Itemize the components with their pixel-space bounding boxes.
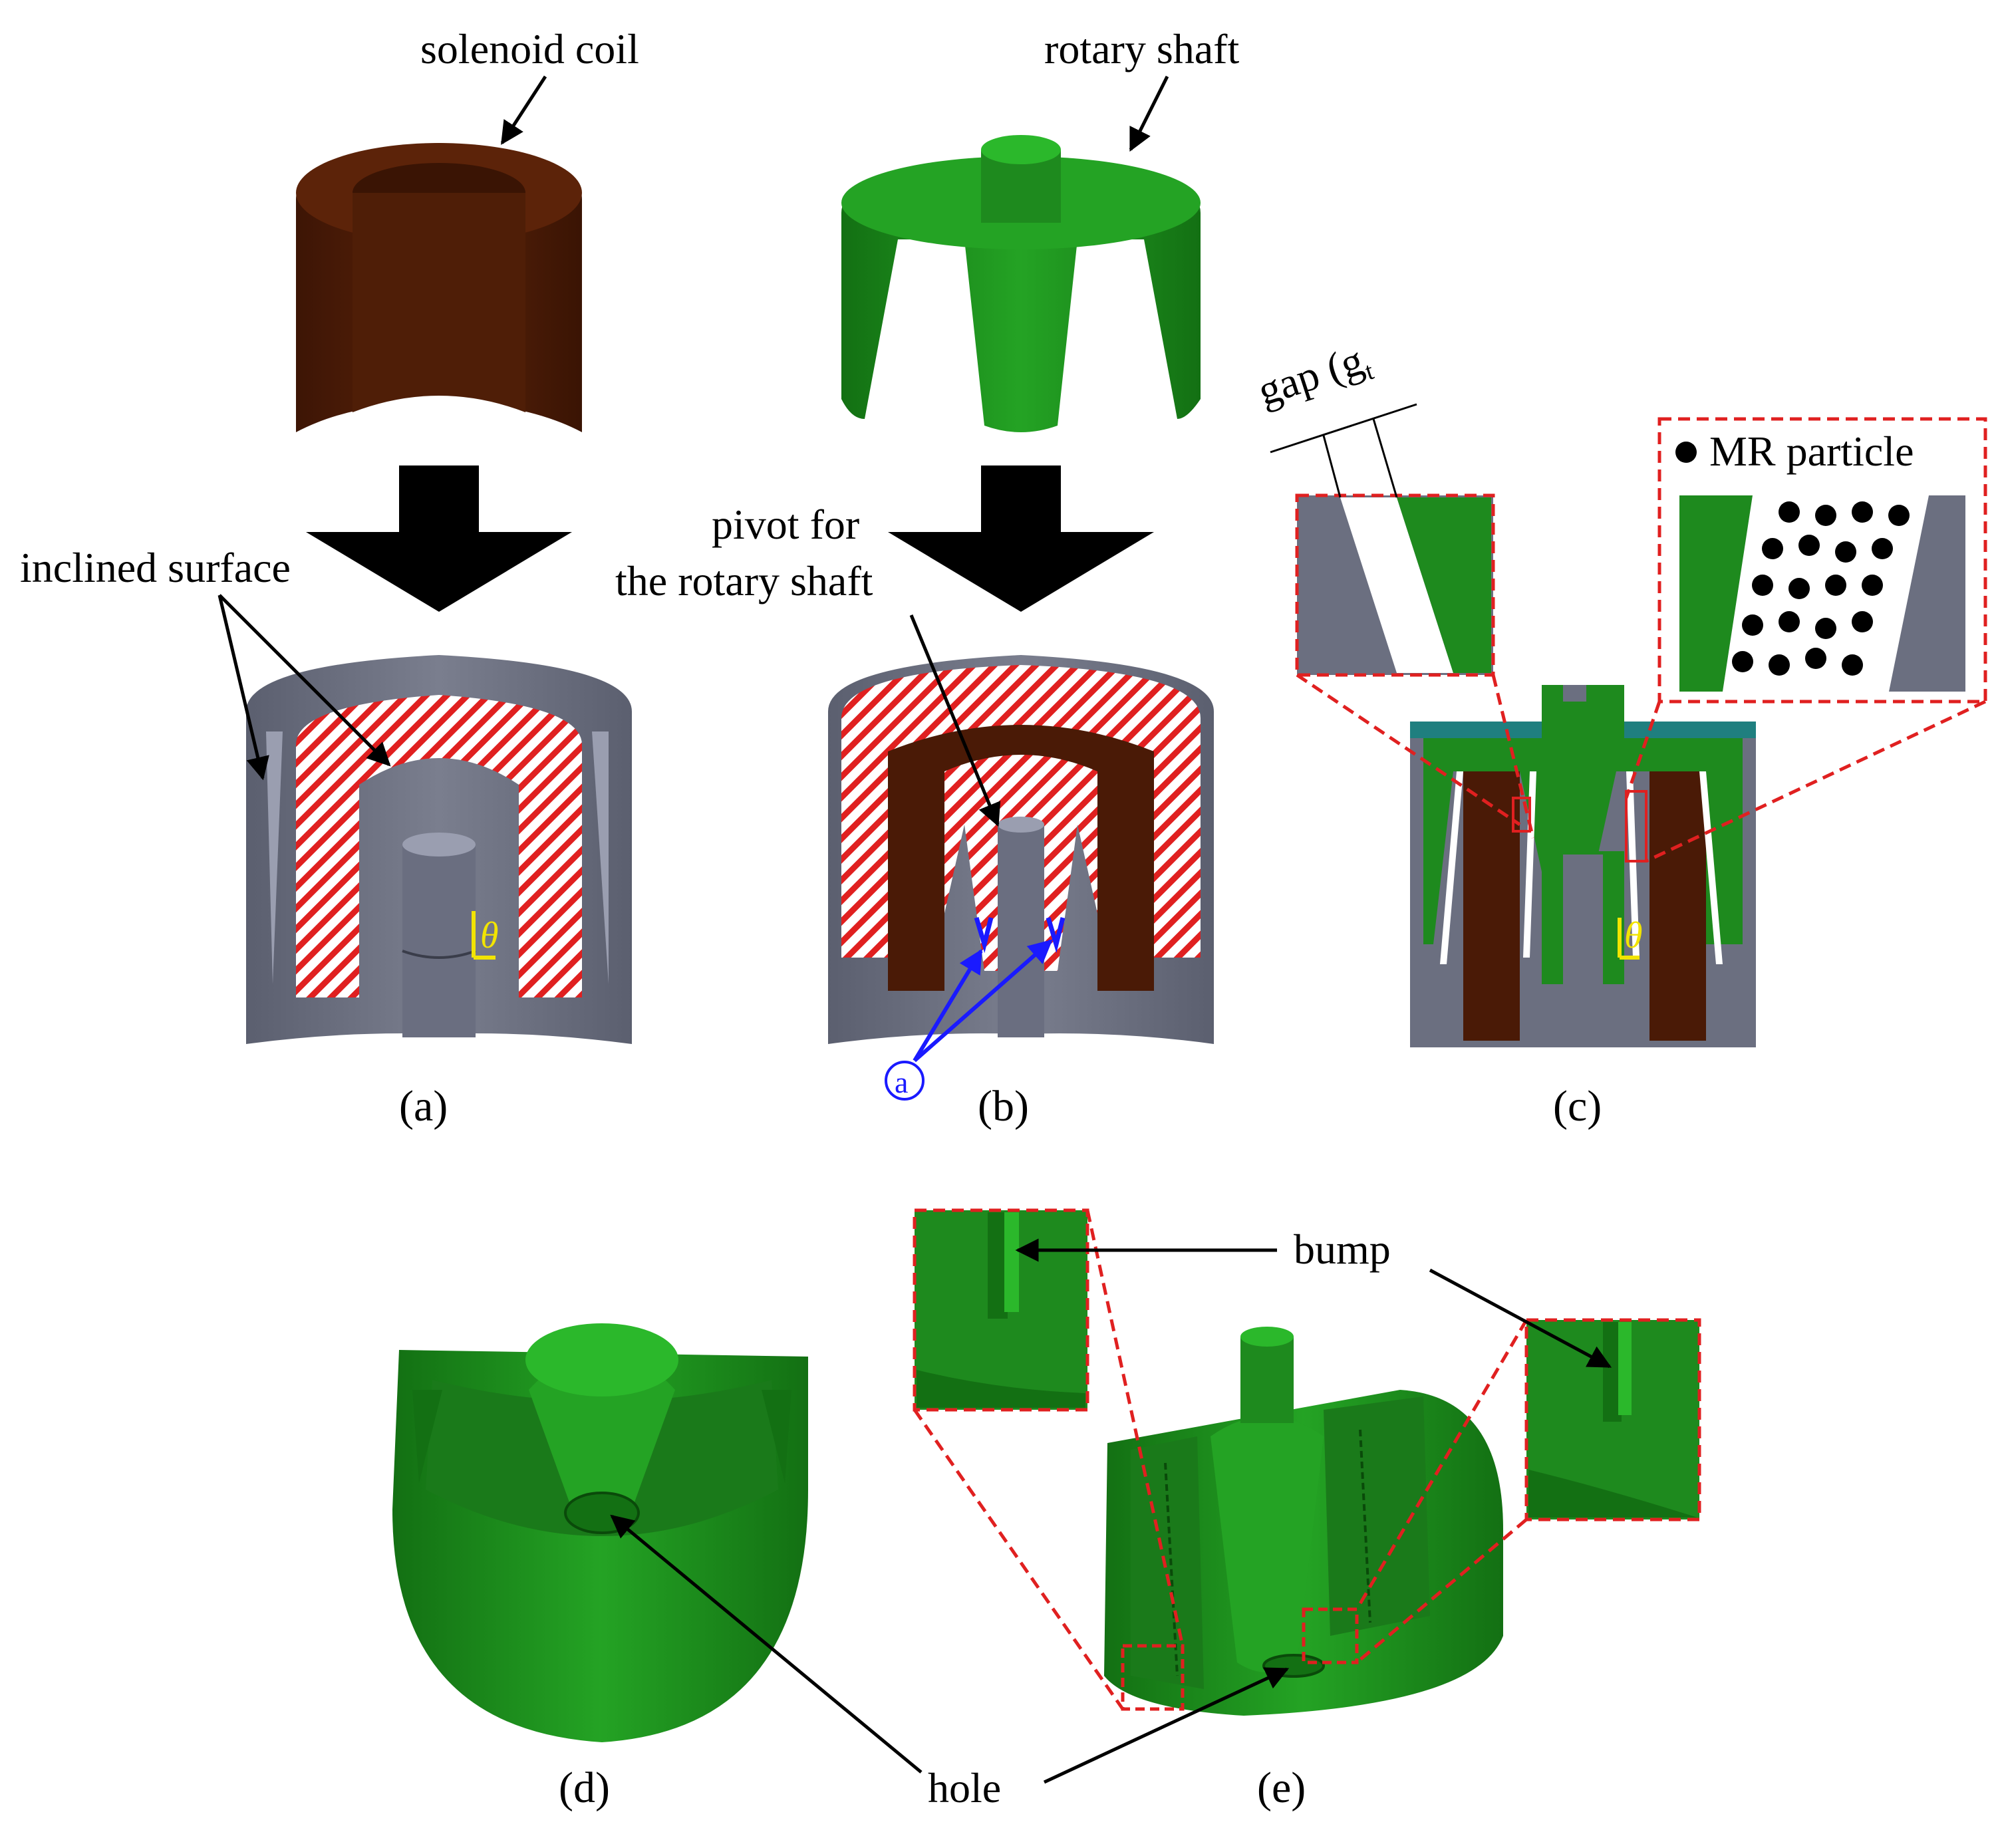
caption-d: (d) bbox=[559, 1764, 610, 1812]
label-gap: gap (gt bbox=[1252, 334, 1377, 419]
arrow-rotary-shaft bbox=[1129, 75, 1169, 152]
label-rotary-shaft: rotary shaft bbox=[1044, 25, 1239, 72]
hole-d bbox=[564, 1492, 640, 1534]
housing-with-coil-a bbox=[246, 655, 632, 1044]
assembly-arrow-a bbox=[306, 465, 572, 612]
mr-particle-legend-dot bbox=[1675, 442, 1697, 463]
label-pivot-line1: pivot for bbox=[712, 501, 859, 548]
caption-e: (e) bbox=[1257, 1764, 1306, 1812]
theta-angle-mark-a bbox=[472, 911, 496, 960]
label-solenoid-coil: solenoid coil bbox=[420, 25, 639, 72]
arrow-solenoid-coil bbox=[500, 75, 547, 145]
panel-e: bump hole (e) bbox=[610, 1208, 1701, 1812]
label-hole: hole bbox=[928, 1764, 1001, 1811]
panel-a: θ solenoid coil inclined surface (a) bbox=[20, 25, 639, 1130]
label-pivot-line2: the rotary shaft bbox=[615, 557, 873, 604]
arrow-marker-a-2 bbox=[913, 939, 1053, 1063]
rotary-shaft-part bbox=[841, 135, 1201, 432]
bump-inset-right bbox=[1355, 1318, 1701, 1664]
theta-angle-mark-c bbox=[1618, 918, 1640, 960]
theta-label-c: θ bbox=[1624, 915, 1643, 956]
marker-a-label: a bbox=[895, 1065, 908, 1099]
pivot-contact-mark-1 bbox=[974, 916, 994, 954]
label-gap-prefix: gap (g bbox=[1252, 336, 1369, 414]
label-bump: bump bbox=[1294, 1226, 1391, 1273]
caption-c: (c) bbox=[1553, 1082, 1602, 1130]
caption-b: (b) bbox=[978, 1082, 1029, 1130]
arrow-hole-d bbox=[610, 1514, 923, 1774]
arrow-pivot bbox=[909, 614, 1001, 827]
panel-c: θ gap (gt bbox=[1252, 334, 1987, 1130]
theta-label-a: θ bbox=[480, 915, 499, 956]
marker-a-circle bbox=[885, 1061, 925, 1101]
caption-a: (a) bbox=[399, 1082, 448, 1130]
housing-with-coil-and-shaft-b bbox=[828, 655, 1214, 1044]
bump-inset-left bbox=[913, 1208, 1185, 1710]
arrow-bump-right bbox=[1429, 1268, 1612, 1369]
mr-particles bbox=[1732, 501, 1910, 676]
mr-particle-inset: MR particle bbox=[1624, 417, 1987, 863]
cross-section-c bbox=[1410, 685, 1756, 1047]
label-inclined-surface: inclined surface bbox=[20, 544, 291, 591]
gap-inset: gap (gt bbox=[1252, 334, 1535, 839]
label-mr-particle: MR particle bbox=[1709, 428, 1914, 475]
assembly-arrow-b bbox=[888, 465, 1154, 612]
arrow-hole-e bbox=[1043, 1667, 1290, 1784]
arrow-marker-a-1 bbox=[913, 948, 983, 1062]
panel-b: a rotary shaft pivot for the rotary shaf… bbox=[615, 25, 1239, 1130]
arrow-inclined-surface-1 bbox=[217, 594, 269, 781]
gap-dimension-line bbox=[1270, 403, 1417, 454]
hole-e bbox=[1262, 1654, 1325, 1678]
panel-d: (d) bbox=[392, 1323, 808, 1812]
arrow-inclined-surface-2 bbox=[218, 594, 391, 767]
solenoid-coil-part bbox=[296, 143, 582, 432]
pivot-contact-mark-2 bbox=[1046, 916, 1066, 954]
